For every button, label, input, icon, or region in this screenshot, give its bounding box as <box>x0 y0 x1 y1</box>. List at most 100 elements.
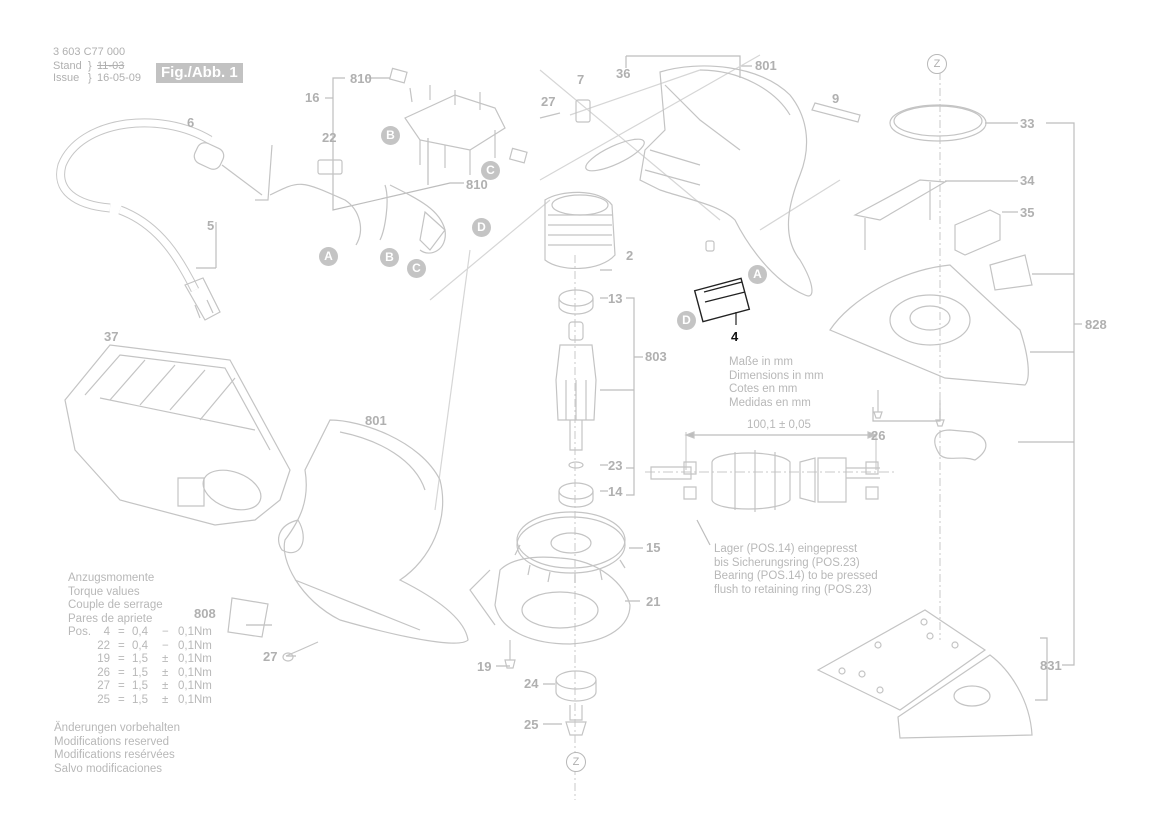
connector-marker-b: B <box>381 126 400 145</box>
position-label: 27 <box>541 94 556 109</box>
torque-prefix <box>68 640 96 654</box>
dimensions-note-line: Dimensions in mm <box>729 369 824 382</box>
position-label: 25 <box>524 717 539 732</box>
fan-assembly-drawing <box>470 512 630 735</box>
torque-position: 25 <box>97 693 110 706</box>
position-label: 16 <box>305 90 320 105</box>
torque-value: 1,5 <box>132 653 148 665</box>
position-label: 6 <box>187 115 195 130</box>
bearing-note-line: flush to retaining ring (POS.23) <box>714 583 872 596</box>
position-label: 37 <box>104 329 119 344</box>
position-label: 7 <box>577 72 585 87</box>
position-label: 5 <box>207 218 215 233</box>
wire-harness-drawing <box>255 145 445 253</box>
torque-prefix <box>68 680 96 694</box>
torque-title: Torque values <box>68 585 140 598</box>
position-label-highlighted: 4 <box>731 329 739 344</box>
position-label: 2 <box>626 248 634 263</box>
electronics-board-drawing <box>390 68 527 175</box>
housing-shell-drawing <box>540 66 860 296</box>
torque-tolerance: 0,1Nm <box>178 666 212 679</box>
connector-marker-d: D <box>677 311 696 330</box>
reference-marker-z: Z <box>566 752 586 772</box>
bearing-note: Lager (POS.14) eingepresst bis Sicherung… <box>714 543 878 597</box>
reference-marker-z: Z <box>927 54 947 74</box>
bearing-note-line: Bearing (POS.14) to be pressed <box>714 570 878 582</box>
torque-value: 0,4 <box>132 639 148 652</box>
torque-position: 26 <box>97 666 110 679</box>
torque-prefix <box>68 694 96 708</box>
issue-brace: } <box>88 72 92 84</box>
torque-row: Pos.4=0,4−0,1Nm <box>68 626 228 640</box>
connector-marker-b: B <box>380 248 399 267</box>
torque-tolerance: 0,1Nm <box>178 680 212 692</box>
field-coil-drawing <box>545 192 615 268</box>
connector-marker-a: A <box>748 265 767 284</box>
modifications-line: Modifications reserved <box>54 735 170 748</box>
torque-value: 0,4 <box>132 626 148 638</box>
torque-row: 22=0,4−0,1Nm <box>68 640 228 654</box>
bearing-note-line: bis Sicherungsring (POS.23) <box>714 556 860 569</box>
torque-sign: ± <box>162 653 169 665</box>
dimensions-note-line: Cotes en mm <box>729 383 798 395</box>
position-label: 23 <box>608 458 623 473</box>
figure-label: Fig./Abb. 1 <box>156 63 243 83</box>
torque-tolerance: 0,1Nm <box>178 693 212 706</box>
position-label: 14 <box>608 484 623 499</box>
torque-title: Pares de apriete <box>68 612 153 625</box>
connector-marker-a: A <box>319 247 338 266</box>
position-label: 810 <box>350 71 372 86</box>
torque-values-table: Anzugsmomente Torque values Couple de se… <box>68 572 228 707</box>
torque-row: 19=1,5±0,1Nm <box>68 653 228 667</box>
dimensions-note: Maße in mm Dimensions in mm Cotes en mm … <box>729 356 824 410</box>
connector-marker-d: D <box>472 218 491 237</box>
leader-lines <box>196 55 1082 800</box>
issue-value: 16-05-09 <box>97 72 142 84</box>
torque-value: 1,5 <box>132 680 148 692</box>
position-label: 21 <box>646 594 661 609</box>
torque-value: 1,5 <box>132 693 148 706</box>
position-label: 9 <box>832 91 840 106</box>
position-label: 19 <box>477 659 492 674</box>
torque-position: 22 <box>97 639 110 652</box>
torque-equals: = <box>118 680 125 692</box>
torque-sign: ± <box>162 693 169 706</box>
torque-prefix <box>68 653 96 667</box>
torque-position: 4 <box>103 626 110 638</box>
torque-tolerance: 0,1Nm <box>178 653 212 665</box>
dust-box-drawing <box>65 345 290 525</box>
issue-label: Issue <box>53 72 80 84</box>
position-label: 36 <box>616 66 631 81</box>
torque-prefix: Pos. <box>68 626 92 638</box>
position-label: 13 <box>608 291 623 306</box>
armature-dimension-drawing <box>645 278 895 512</box>
torque-equals: = <box>118 639 125 652</box>
dimensions-note-line: Medidas en mm <box>729 396 811 409</box>
position-label: 26 <box>871 428 886 443</box>
torque-title: Anzugsmomente <box>68 572 155 584</box>
stand-brace: } <box>88 60 92 72</box>
torque-equals: = <box>118 626 125 638</box>
torque-row: 27 = 1,5 ±0,1Nm <box>68 680 228 694</box>
base-plate-drawing <box>830 105 1032 460</box>
position-label: 22 <box>322 130 337 145</box>
position-label: 808 <box>194 606 216 621</box>
stand-value: 11-03 <box>97 60 125 72</box>
torque-equals: = <box>118 653 125 665</box>
torque-prefix <box>68 667 96 681</box>
connector-marker-c: C <box>407 259 426 278</box>
torque-sign: ± <box>162 680 169 692</box>
torque-row: 26=1,5±0,1Nm <box>68 667 228 681</box>
modifications-line: Modifications resérvées <box>54 749 175 761</box>
torque-sign: ± <box>162 666 169 679</box>
torque-equals: = <box>118 693 125 706</box>
modifications-line: Salvo modificaciones <box>54 762 163 775</box>
part-number: 3 603 C77 000 <box>53 46 126 58</box>
torque-sign: − <box>162 626 169 638</box>
position-label: 35 <box>1020 205 1035 220</box>
position-label: 24 <box>524 676 539 691</box>
position-label: 801 <box>365 413 387 428</box>
bearing-note-line: Lager (POS.14) eingepresst <box>714 543 858 555</box>
torque-position: 27 <box>97 680 110 692</box>
